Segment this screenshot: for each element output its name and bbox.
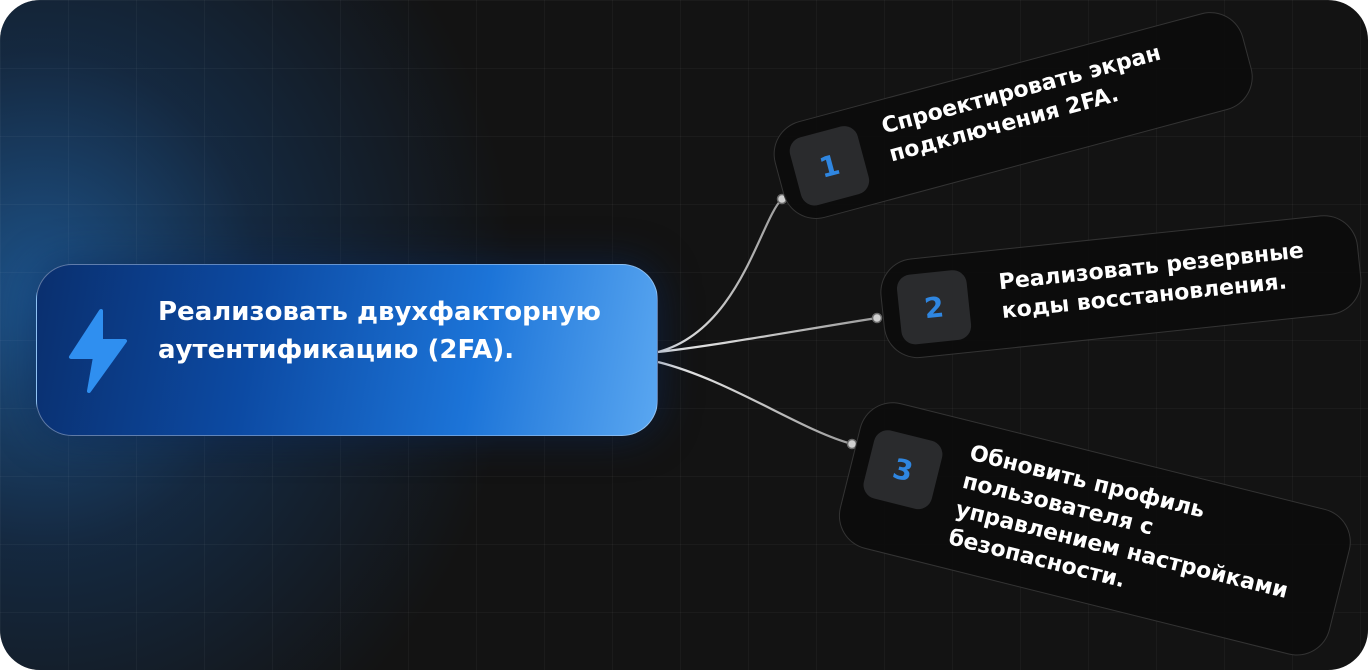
- connector-line-1: [657, 198, 783, 354]
- connector-line-2: [657, 316, 878, 354]
- main-task-title: Реализовать двухфакторную аутентификацию…: [158, 297, 601, 365]
- step-number-badge-2: 2: [895, 268, 973, 346]
- step-number-badge-3: 3: [860, 427, 946, 513]
- lightning-bolt-icon: [69, 309, 127, 393]
- connector-line-3: [657, 360, 853, 446]
- step-text-2: Реализовать резервные коды восстановлени…: [997, 238, 1305, 325]
- main-task-card: Реализовать двухфакторную аутентификацию…: [36, 264, 658, 436]
- step-number-badge-1: 1: [786, 122, 873, 209]
- connector-dot-2: [871, 312, 883, 324]
